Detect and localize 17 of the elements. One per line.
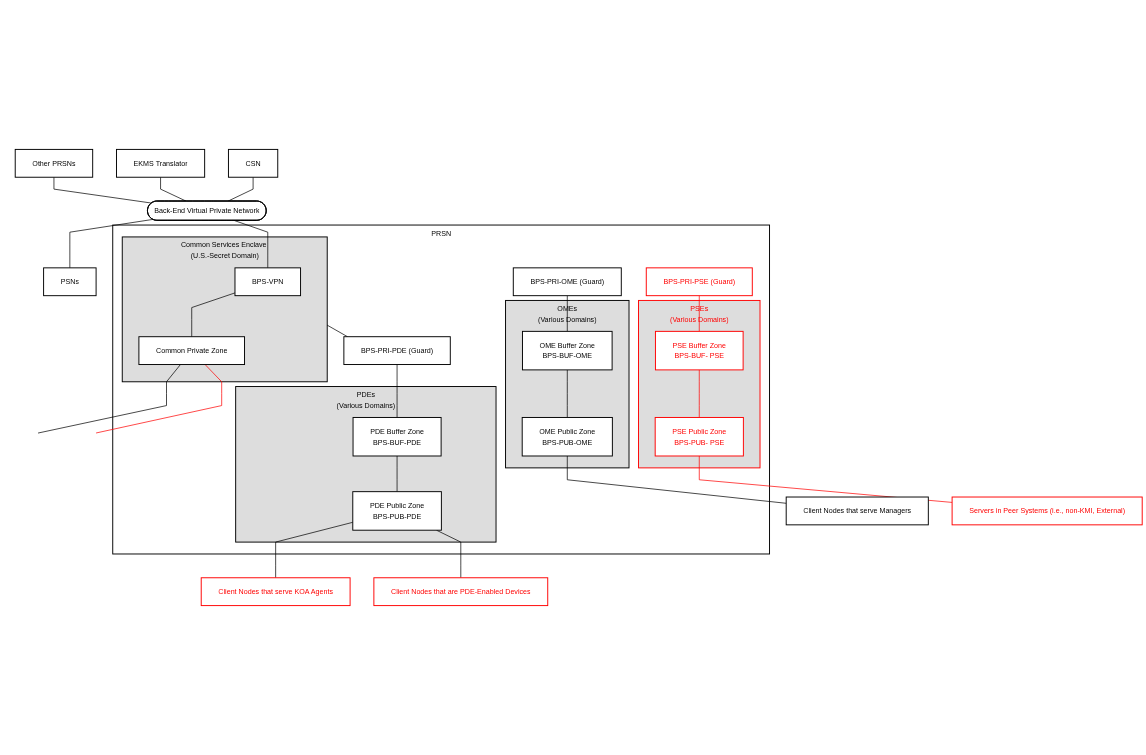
- connector: [227, 176, 254, 202]
- connector: [69, 219, 154, 269]
- connector: [160, 176, 187, 202]
- connector: [396, 455, 398, 493]
- connector: [191, 292, 236, 338]
- connector: [234, 220, 269, 269]
- connector: [698, 369, 700, 418]
- connector: [566, 295, 568, 332]
- connector: [95, 364, 223, 434]
- connector: [566, 455, 787, 504]
- connector: [566, 369, 568, 418]
- connector: [396, 364, 398, 418]
- connector: [275, 521, 354, 579]
- connector: [436, 529, 462, 579]
- connector: [37, 364, 181, 434]
- connector: [698, 295, 700, 332]
- connector: [326, 324, 348, 338]
